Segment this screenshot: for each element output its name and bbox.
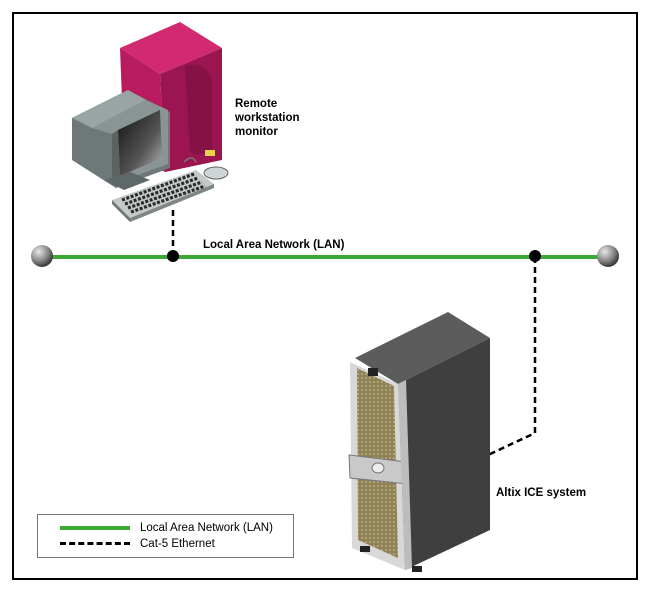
legend: Local Area Network (LAN) Cat-5 Ethernet — [37, 514, 294, 558]
mouse-icon — [183, 157, 229, 180]
keyboard-icon — [112, 170, 214, 222]
diagram-frame — [12, 12, 638, 580]
lan-junction-workstation — [167, 250, 179, 262]
cat5-link-altix — [487, 257, 537, 457]
lan-endpoint-icon — [597, 245, 619, 267]
legend-swatch-lan — [60, 526, 130, 530]
legend-item-lan: Local Area Network (LAN) — [38, 520, 293, 536]
legend-label-lan: Local Area Network (LAN) — [140, 522, 273, 534]
lan-label: Local Area Network (LAN) — [203, 239, 345, 251]
legend-swatch-cat5 — [60, 542, 130, 545]
legend-label-cat5: Cat-5 Ethernet — [140, 538, 215, 550]
lan-junction-altix — [529, 250, 541, 262]
workstation-label: Remote workstation monitor — [235, 98, 300, 138]
rack-server-icon — [348, 312, 490, 572]
lan-endpoint-icon — [31, 245, 53, 267]
altix-label: Altix ICE system — [496, 487, 587, 499]
crt-monitor-icon — [72, 90, 170, 190]
legend-item-cat5: Cat-5 Ethernet — [38, 536, 293, 552]
